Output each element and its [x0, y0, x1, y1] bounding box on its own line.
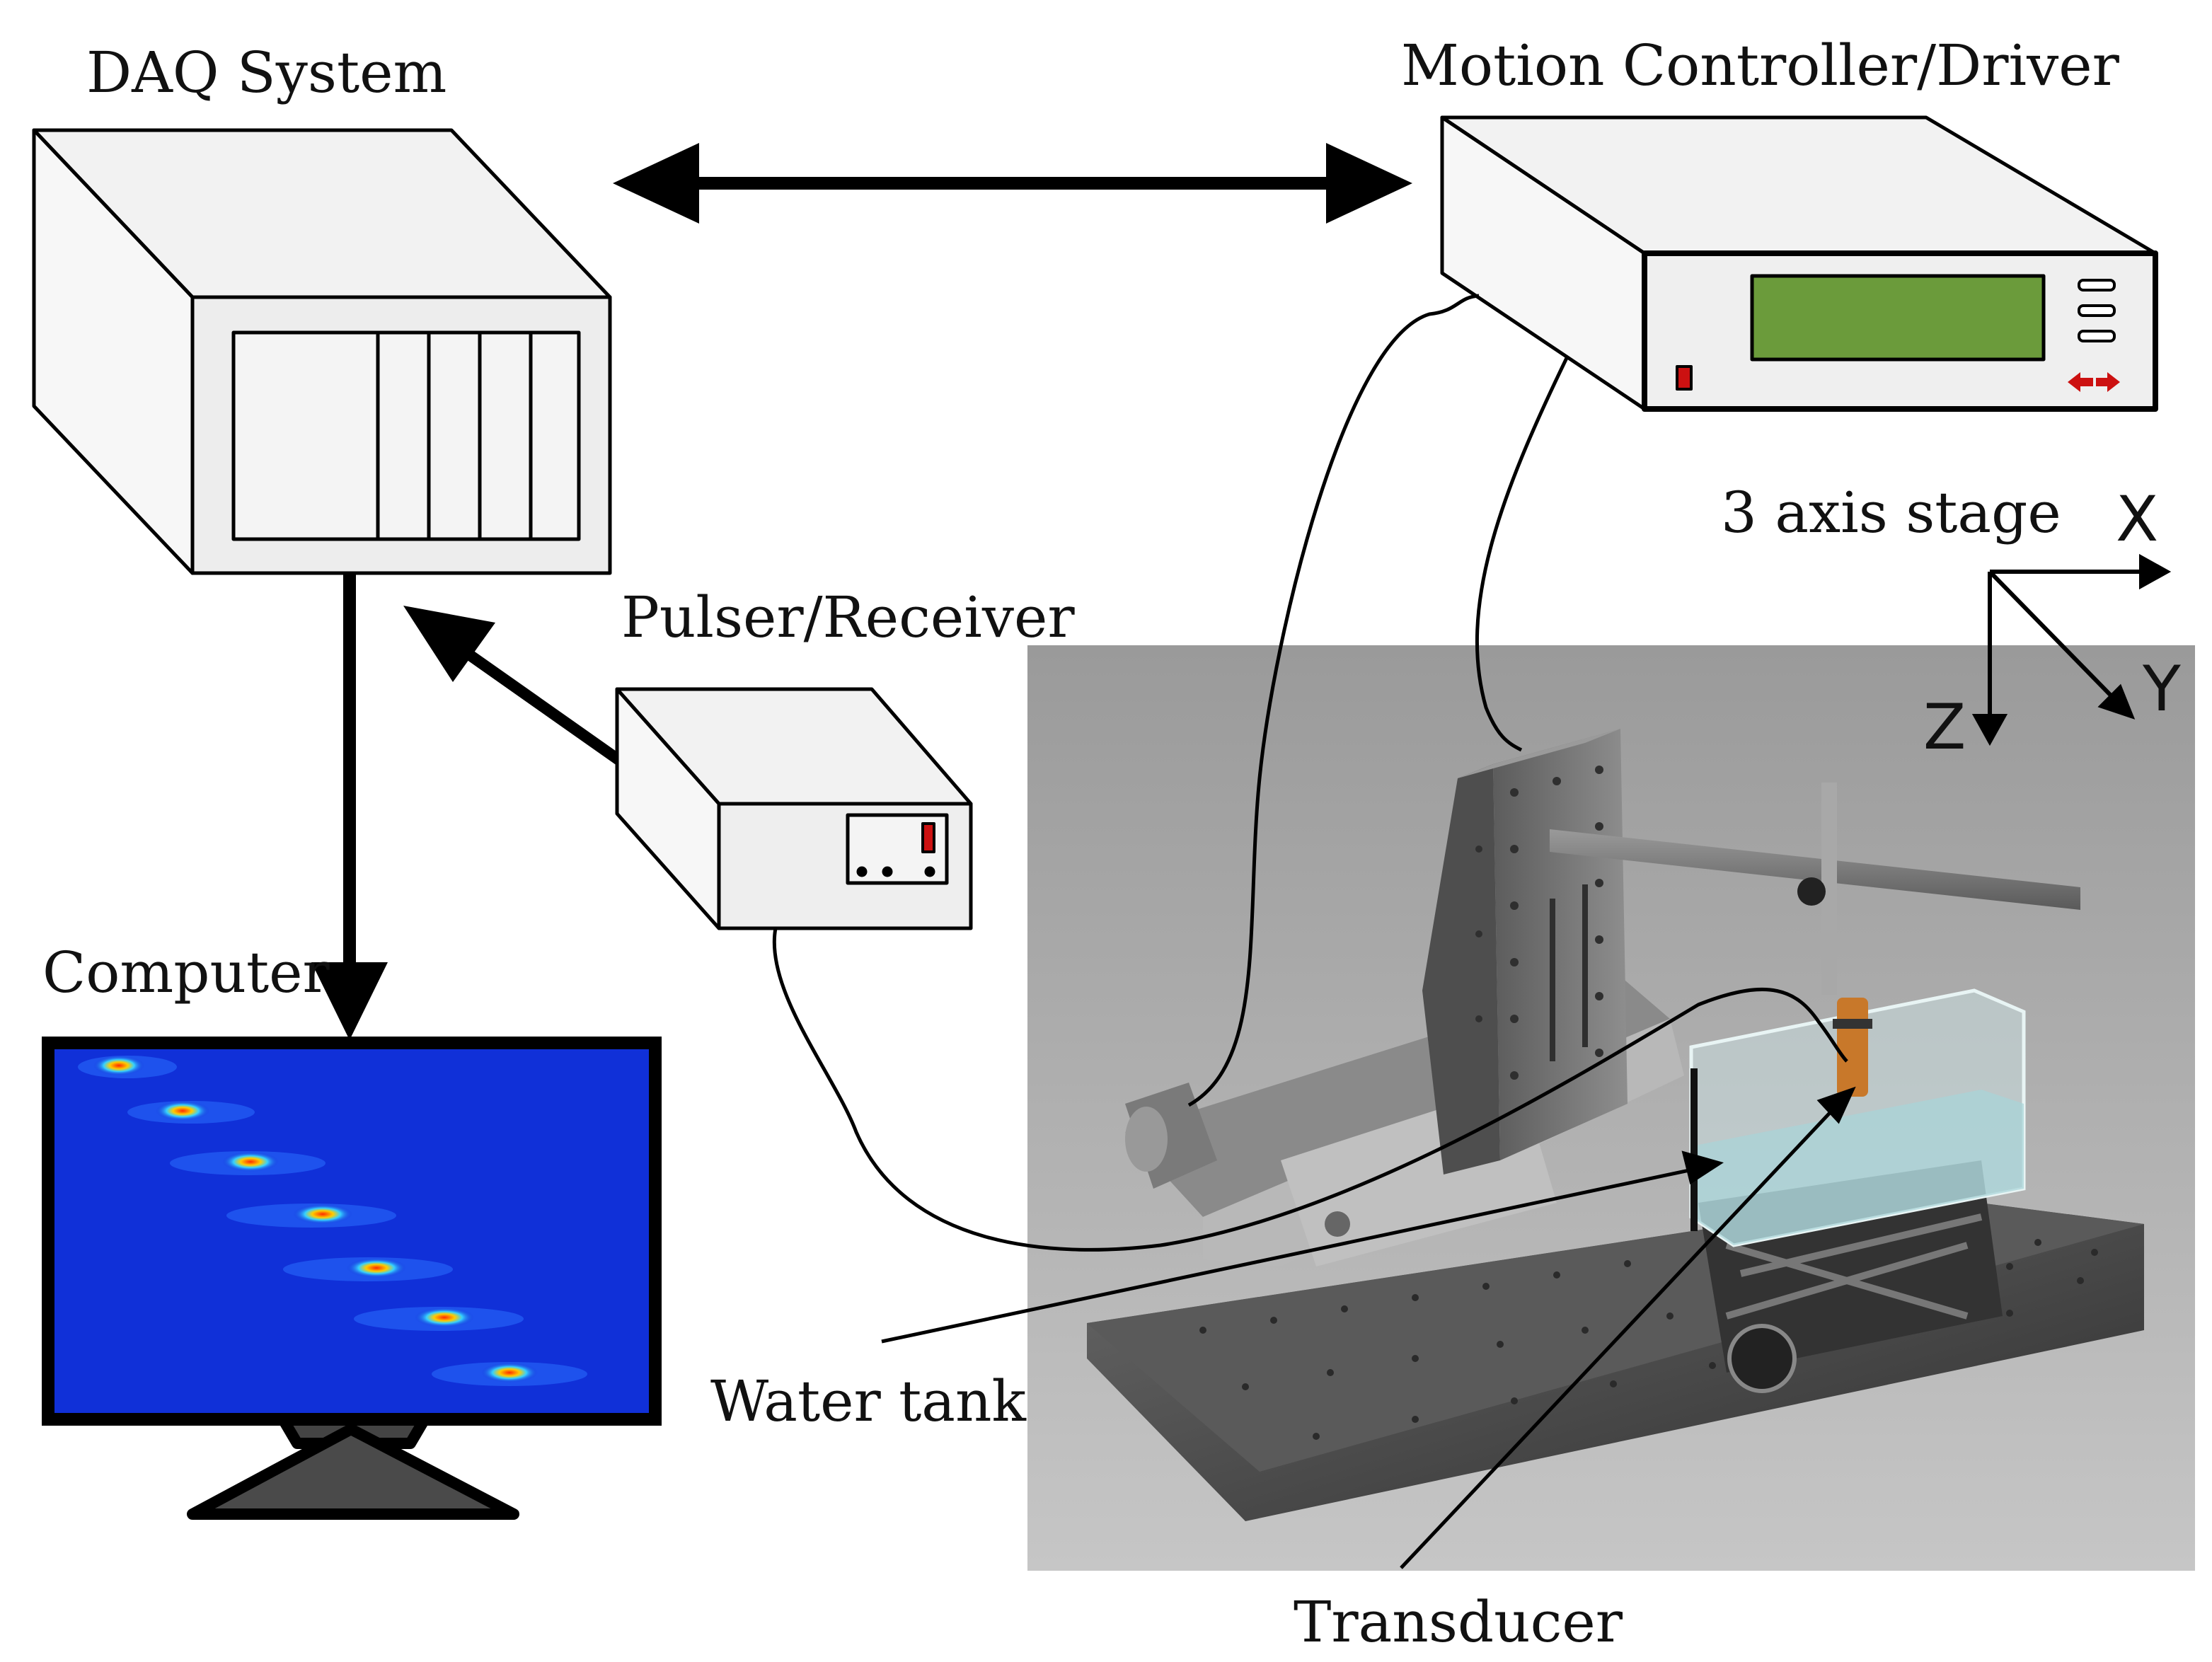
ultrasound-image [78, 1056, 587, 1386]
daq-system-label: DAQ System [86, 40, 447, 105]
transducer-leader-head [1816, 1086, 1856, 1124]
cable-motion-to-tower [1475, 357, 1569, 752]
double-arrow-icon [613, 143, 1412, 224]
cable-pulser-to-transducer [772, 928, 1848, 1252]
z-tower-top [1458, 729, 1620, 778]
motion-controller-box [1440, 115, 2158, 412]
computer-label: Computer [42, 940, 330, 1005]
arrow-up-left-icon [403, 606, 626, 768]
stage-label: 3 axis stage [1721, 480, 2061, 546]
daq-rack-frame [231, 330, 581, 541]
water-tank-water [1691, 1090, 2024, 1245]
water-tank-leader [881, 1165, 1703, 1344]
transducer-label: Transducer [1294, 1589, 1623, 1655]
axis-z-label: Z [1923, 691, 1966, 763]
pulser-knob [856, 866, 868, 877]
pulser-knob [882, 866, 893, 877]
pulser-receiver-label: Pulser/Receiver [621, 584, 1075, 650]
pulser-receiver-box [615, 687, 973, 930]
cables [772, 294, 1848, 1252]
tower-holes [1475, 766, 1603, 1080]
daq-system-box [32, 128, 612, 575]
horizontal-arm [1550, 829, 2080, 910]
stage-photo [1027, 645, 2195, 1571]
motion-button [2078, 304, 2116, 317]
monitor-screen [42, 1037, 662, 1426]
motion-direction-icon [2068, 372, 2120, 392]
transducer-cap [1833, 1019, 1872, 1029]
pulser-knob [924, 866, 935, 877]
axis-x-label: X [2116, 483, 2158, 555]
axis-y-label: Y [2142, 652, 2181, 725]
pulser-indicator [921, 822, 935, 853]
lab-jack-scissors [1725, 1213, 1983, 1320]
motion-button [2078, 279, 2116, 292]
transducer-body [1837, 998, 1868, 1097]
carriage-bolt [1325, 1211, 1350, 1237]
transducer-leader [1400, 1102, 1840, 1569]
cable-motion-to-motor [1187, 294, 1480, 1107]
computer-monitor [42, 1037, 662, 1520]
water-tank-label: Water tank [710, 1368, 1027, 1434]
micrometer-dial [1727, 1324, 1797, 1393]
tower-slot [1550, 899, 1555, 1061]
motion-controller-label: Motion Controller/Driver [1401, 33, 2120, 98]
arrow-down-icon [311, 575, 388, 1040]
tower-slot [1582, 884, 1588, 1047]
leader-lines [881, 1086, 1856, 1569]
holder-post [1821, 783, 1837, 995]
axis-triad-icon [1971, 553, 2172, 746]
monitor-stand [187, 1416, 519, 1520]
z-tower-side [1422, 764, 1500, 1175]
water-tank-leader-head [1681, 1150, 1724, 1185]
motion-power-indicator [1676, 365, 1693, 391]
motion-button [2078, 330, 2116, 342]
holder-knob [1797, 877, 1826, 906]
motion-lcd-display [1750, 274, 2046, 362]
stepper-motor-cap [1125, 1107, 1168, 1172]
